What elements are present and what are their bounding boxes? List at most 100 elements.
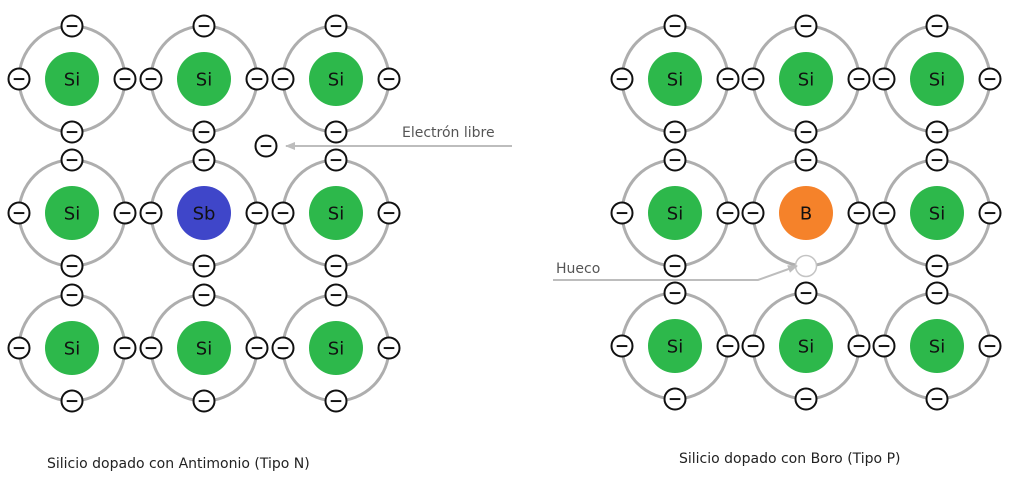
electron-sign: − — [746, 204, 760, 224]
electron: − — [139, 336, 163, 360]
electron-sign: − — [668, 390, 682, 410]
electron: − — [794, 120, 818, 144]
electron-sign: − — [259, 137, 273, 157]
electron: − — [7, 201, 31, 225]
electron: − — [192, 389, 216, 413]
n-type-lattice: Si−−−−Si−−−−Si−−−−Si−−−−Sb−−−−Si−−−−Si−−… — [7, 14, 401, 413]
electron-circle — [794, 120, 818, 144]
electron: − — [60, 283, 84, 307]
electron-sign: − — [930, 123, 944, 143]
electron: − — [925, 387, 949, 411]
electron-circle — [60, 254, 84, 278]
electron-sign: − — [118, 339, 132, 359]
atom-nucleus — [45, 52, 99, 106]
electron: − — [254, 134, 278, 158]
electron-circle — [663, 120, 687, 144]
atom-symbol: Si — [667, 337, 683, 358]
electron: − — [925, 120, 949, 144]
electron: − — [847, 334, 871, 358]
electron: − — [794, 148, 818, 172]
electron-circle — [872, 334, 896, 358]
electron-sign: − — [329, 151, 343, 171]
electron-circle — [925, 148, 949, 172]
atom-silicon: Si−−−− — [610, 281, 740, 411]
electron-circle — [245, 201, 269, 225]
electron-circle — [741, 67, 765, 91]
electron: − — [716, 67, 740, 91]
atom-symbol: Si — [64, 204, 80, 225]
electron-sign: − — [668, 284, 682, 304]
atom-nucleus — [648, 319, 702, 373]
electron: − — [663, 387, 687, 411]
electron: − — [139, 67, 163, 91]
electron-circle — [377, 336, 401, 360]
electron-circle — [192, 120, 216, 144]
electron-circle — [139, 336, 163, 360]
atom-symbol: B — [800, 204, 812, 225]
atom-symbol: Si — [196, 70, 212, 91]
electron-circle — [377, 67, 401, 91]
atom-symbol: Si — [798, 337, 814, 358]
electron: − — [324, 148, 348, 172]
electron: − — [872, 201, 896, 225]
atom-nucleus — [648, 52, 702, 106]
electron-circle — [7, 67, 31, 91]
electron-circle — [139, 67, 163, 91]
electron-sign: − — [329, 123, 343, 143]
electron-sign: − — [668, 123, 682, 143]
electron-sign: − — [668, 257, 682, 277]
electron: − — [7, 336, 31, 360]
electron-sign: − — [250, 70, 264, 90]
atom-nucleus — [45, 321, 99, 375]
electron-circle — [716, 334, 740, 358]
electron: − — [324, 283, 348, 307]
electron-circle — [192, 283, 216, 307]
electron-sign: − — [382, 70, 396, 90]
electron-sign: − — [65, 17, 79, 37]
electron-sign: − — [930, 151, 944, 171]
electron-circle — [794, 281, 818, 305]
electron: − — [324, 389, 348, 413]
annotations: Electrón libre Hueco — [285, 125, 798, 281]
electron: − — [663, 14, 687, 38]
electron-circle — [663, 148, 687, 172]
atom-symbol: Si — [328, 70, 344, 91]
electron-sign: − — [930, 257, 944, 277]
electron: − — [663, 148, 687, 172]
electron-circle — [847, 334, 871, 358]
electron-circle — [60, 14, 84, 38]
electron-sign: − — [930, 17, 944, 37]
electron: − — [794, 14, 818, 38]
hole-circle — [794, 254, 818, 278]
electron: − — [192, 120, 216, 144]
electron-circle — [925, 120, 949, 144]
electron-circle — [60, 389, 84, 413]
electron-sign: − — [329, 286, 343, 306]
electron-sign: − — [746, 70, 760, 90]
electron-sign: − — [799, 151, 813, 171]
electron-sign: − — [877, 204, 891, 224]
electron: − — [192, 148, 216, 172]
electron-sign: − — [118, 70, 132, 90]
electron-sign: − — [382, 204, 396, 224]
electron-sign: − — [65, 257, 79, 277]
atom-silicon: Si−−−− — [610, 14, 740, 144]
atom-symbol: Si — [64, 70, 80, 91]
electron-circle — [741, 201, 765, 225]
atom-nucleus — [910, 186, 964, 240]
electron-circle — [60, 283, 84, 307]
electron-circle — [610, 334, 634, 358]
electron-sign: − — [615, 337, 629, 357]
electron-sign: − — [930, 390, 944, 410]
atom-nucleus — [910, 52, 964, 106]
electron: − — [377, 201, 401, 225]
electron: − — [716, 201, 740, 225]
atom-nucleus — [45, 186, 99, 240]
electron-circle — [271, 67, 295, 91]
electron-sign: − — [65, 392, 79, 412]
electron: − — [60, 14, 84, 38]
electron-circle — [113, 201, 137, 225]
electron-circle — [192, 14, 216, 38]
atom-nucleus — [779, 319, 833, 373]
electron-sign: − — [276, 70, 290, 90]
